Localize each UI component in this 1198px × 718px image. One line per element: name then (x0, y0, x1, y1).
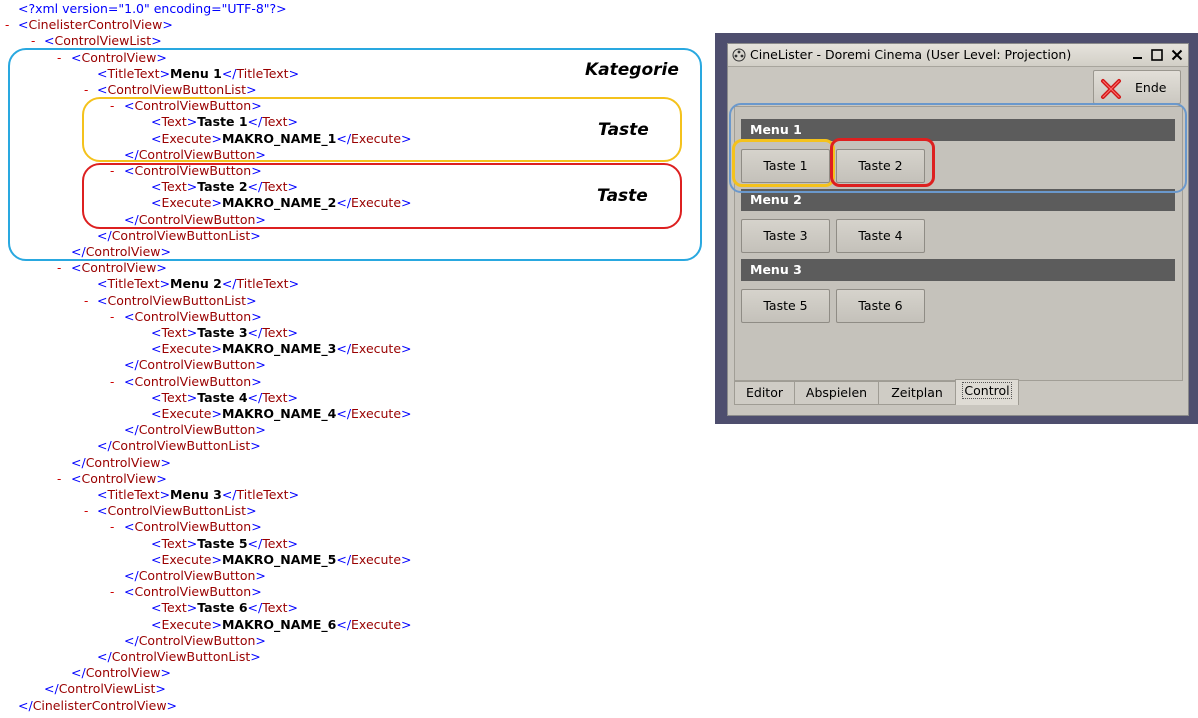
kategorie-label: Kategorie (585, 60, 679, 80)
taste-3-button[interactable]: Taste 3 (741, 219, 830, 253)
collapse-toggle[interactable]: - (110, 374, 115, 389)
xml-list-close: </ControlViewList> (44, 681, 166, 697)
xml-listing: <?xml version="1.0" encoding="UTF-8"?>-<… (5, 1, 412, 713)
xml-button-list-open: <ControlViewButtonList> (97, 503, 257, 519)
xml-view-close: </ControlView> (71, 665, 172, 681)
tab-zeitplan[interactable]: Zeitplan (878, 381, 956, 405)
collapse-toggle[interactable]: - (110, 520, 115, 535)
xml-view-open: <ControlView> (71, 470, 167, 486)
collapse-toggle[interactable]: - (84, 293, 89, 308)
xml-button-open: <ControlViewButton> (124, 373, 262, 389)
xml-root-open: <CinelisterControlView> (18, 17, 173, 33)
collapse-toggle[interactable]: - (110, 309, 115, 324)
xml-view-close: </ControlView> (71, 454, 172, 470)
taste-label-2: Taste (597, 186, 648, 206)
close-icon (1171, 49, 1182, 60)
xml-button-execute: <Execute>MAKRO_NAME_2</Execute> (151, 195, 412, 211)
xml-button-close: </ControlViewButton> (124, 568, 266, 583)
taste-5-button[interactable]: Taste 5 (741, 289, 830, 323)
taste-1-highlight (82, 97, 682, 162)
xml-button-close: </ControlViewButton> (124, 632, 266, 648)
film-reel-icon (732, 48, 746, 62)
collapse-toggle[interactable]: - (5, 18, 10, 33)
collapse-toggle[interactable]: - (57, 50, 62, 65)
xml-button-execute: <Execute>MAKRO_NAME_3</Execute> (151, 341, 412, 357)
collapse-toggle[interactable]: - (84, 504, 89, 519)
taste-2-button[interactable]: Taste 2 (836, 149, 925, 183)
collapse-toggle[interactable]: - (110, 585, 115, 600)
xml-title-text: <TitleText>Menu 1</TitleText> (97, 65, 300, 81)
taste-1-button-highlight (732, 139, 835, 187)
menu-bar-1: Menu 1 (741, 119, 1175, 141)
taste-1-button[interactable]: Taste 1 (741, 149, 830, 183)
maximize-icon (1150, 48, 1163, 61)
title-bar[interactable]: CineLister - Doremi Cinema (User Level: … (728, 44, 1188, 67)
collapse-toggle[interactable]: - (31, 34, 36, 49)
xml-button-list-open: <ControlViewButtonList> (97, 82, 257, 97)
taste-label-1: Taste (598, 120, 649, 140)
kategorie-highlight (8, 48, 702, 261)
xml-button-execute: <Execute>MAKRO_NAME_1</Execute> (151, 130, 412, 146)
xml-button-text: <Text>Taste 3</Text> (151, 325, 298, 340)
menu-1-highlight (729, 103, 1187, 193)
xml-button-text: <Text>Taste 1</Text> (151, 114, 298, 130)
close-button[interactable] (1169, 47, 1184, 62)
xml-button-execute: <Execute>MAKRO_NAME_5</Execute> (151, 551, 412, 567)
window-title: CineLister - Doremi Cinema (User Level: … (750, 47, 1072, 62)
ende-label: Ende (1135, 80, 1167, 95)
xml-button-execute: <Execute>MAKRO_NAME_4</Execute> (151, 406, 412, 421)
xml-button-open: <ControlViewButton> (124, 308, 262, 324)
xml-view-close: </ControlView> (71, 244, 172, 259)
xml-button-list-close: </ControlViewButtonList> (97, 649, 261, 664)
menu-bar-2: Menu 2 (741, 189, 1175, 211)
xml-button-text: <Text>Taste 2</Text> (151, 179, 298, 195)
xml-button-open: <ControlViewButton> (124, 98, 262, 114)
xml-button-list-open: <ControlViewButtonList> (97, 292, 257, 308)
taste-4-button[interactable]: Taste 4 (836, 219, 925, 253)
xml-list-open: <ControlViewList> (44, 33, 162, 49)
xml-button-text: <Text>Taste 4</Text> (151, 389, 298, 405)
xml-button-list-close: </ControlViewButtonList> (97, 227, 261, 243)
ende-button[interactable]: Ende (1093, 70, 1181, 104)
xml-view-open: <ControlView> (71, 260, 167, 276)
minimize-icon (1133, 57, 1142, 59)
xml-button-close: </ControlViewButton> (124, 422, 266, 438)
taste-2-highlight (82, 163, 682, 229)
xml-button-close: </ControlViewButton> (124, 357, 266, 373)
taste-6-button[interactable]: Taste 6 (836, 289, 925, 323)
exit-x-icon (1101, 79, 1121, 99)
collapse-toggle[interactable]: - (57, 261, 62, 276)
xml-button-open: <ControlViewButton> (124, 163, 262, 178)
cinelister-window: CineLister - Doremi Cinema (User Level: … (727, 43, 1189, 416)
collapse-toggle[interactable]: - (110, 99, 115, 114)
control-panel: Menu 1 Taste 1 Taste 2 Menu 2 Taste 3 Ta… (734, 106, 1183, 381)
xml-button-close: </ControlViewButton> (124, 211, 266, 227)
taste-2-button-highlight (830, 138, 935, 187)
xml-button-list-close: </ControlViewButtonList> (97, 438, 261, 454)
xml-button-open: <ControlViewButton> (124, 584, 262, 600)
collapse-toggle[interactable]: - (110, 164, 115, 178)
xml-button-open: <ControlViewButton> (124, 519, 262, 535)
xml-view-open: <ControlView> (71, 49, 167, 65)
xml-button-close: </ControlViewButton> (124, 146, 266, 162)
menu-bar-3: Menu 3 (741, 259, 1175, 281)
collapse-toggle[interactable]: - (84, 83, 89, 97)
xml-button-execute: <Execute>MAKRO_NAME_6</Execute> (151, 616, 412, 632)
xml-title-text: <TitleText>Menu 3</TitleText> (97, 487, 300, 502)
xml-button-text: <Text>Taste 5</Text> (151, 535, 298, 551)
tab-editor[interactable]: Editor (734, 381, 795, 405)
tab-control[interactable]: Control (955, 379, 1019, 405)
xml-declaration: <?xml version="1.0" encoding="UTF-8"?> (18, 1, 287, 16)
collapse-toggle[interactable]: - (57, 471, 62, 486)
minimize-button[interactable] (1130, 47, 1145, 62)
xml-title-text: <TitleText>Menu 2</TitleText> (97, 276, 300, 292)
maximize-button[interactable] (1149, 47, 1164, 62)
xml-root-close: </CinelisterControlView> (18, 697, 178, 713)
xml-button-text: <Text>Taste 6</Text> (151, 600, 298, 616)
tab-abspielen[interactable]: Abspielen (794, 381, 879, 405)
